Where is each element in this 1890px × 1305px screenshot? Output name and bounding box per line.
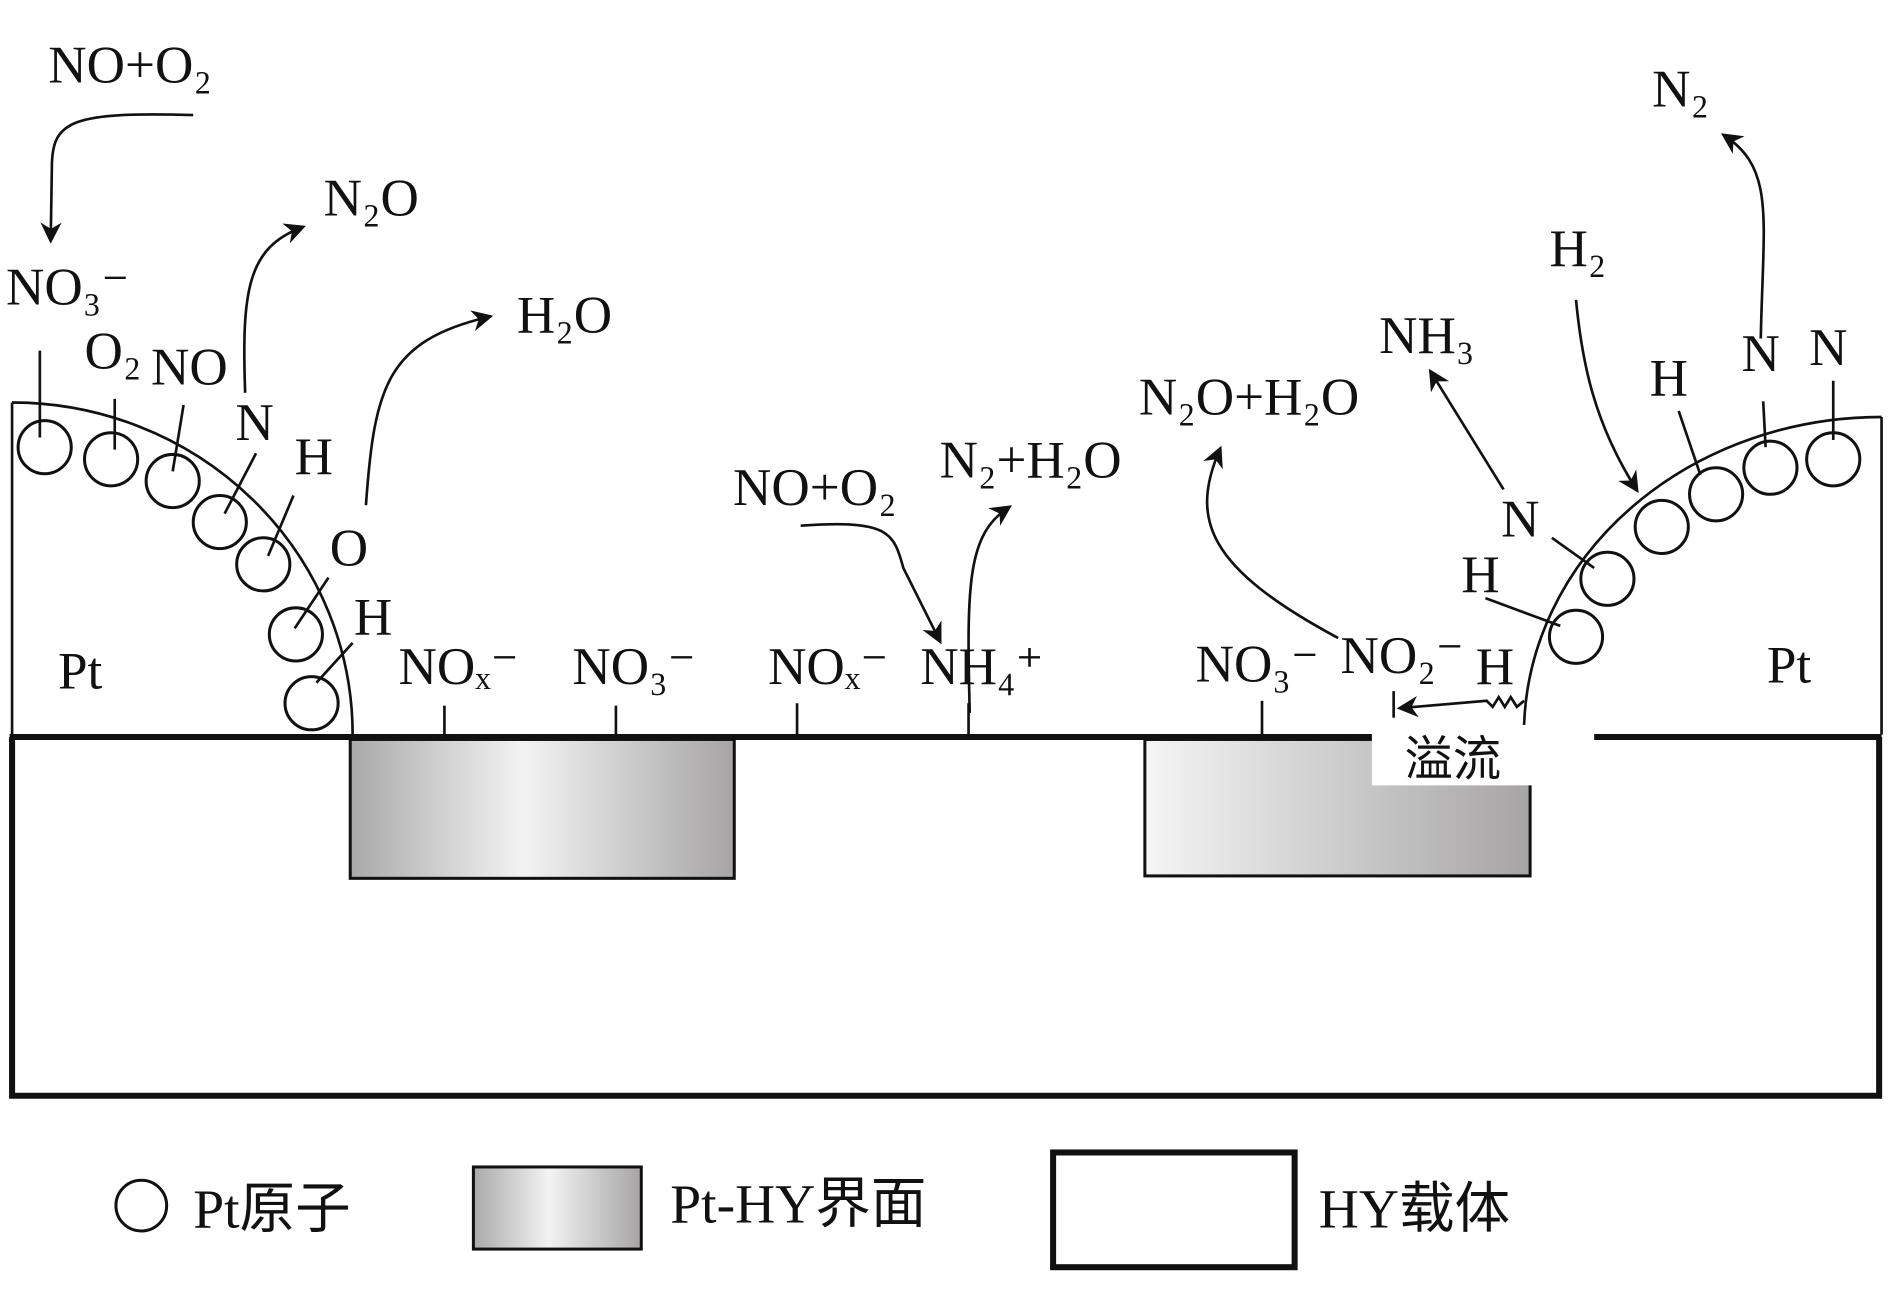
legend-atom-label: Pt原子 [193,1178,350,1240]
label-surf-nh4: NH₄⁺ [920,638,1043,696]
label-left-h2o: H₂O [517,286,612,344]
legend-support-swatch [1050,1149,1298,1271]
pt-atoms-right [1547,431,1862,665]
reaction-arrows [40,113,1766,718]
label-right-n2: N₂ [1652,61,1709,119]
surface-species-stems [443,691,1395,735]
legend: Pt原子 Pt-HY界面 HY载体 [114,1149,1510,1271]
label-right-n1: N [1741,325,1779,383]
arrow-spillover [1396,694,1525,718]
legend-support-label: HY载体 [1319,1178,1510,1240]
legend-interface-swatch [471,1165,643,1251]
label-left-n: N [235,394,273,452]
arrow-feed-mid [800,522,942,645]
pt-atoms-left [16,419,340,732]
arrow-n2o [242,223,306,393]
label-left-o: O [330,520,368,578]
label-left-n2o: N₂O [324,169,419,227]
labels: NO+O₂ NO₃⁻ O₂ NO N N₂O H H₂O O H Pt NOₓ⁻… [6,36,1847,786]
arrow-n2 [1721,133,1766,339]
arrow-n2o-h2o [1203,445,1339,640]
legend-interface-label: Pt-HY界面 [670,1174,926,1236]
label-right-n3: N [1501,491,1539,549]
label-left-pt: Pt [58,643,103,701]
arrow-nh3 [1428,368,1505,491]
arrow-feed-left [40,113,194,244]
label-left-h1: H [295,428,333,486]
label-surf-no2: NO₂⁻ [1341,627,1464,685]
label-surf-h: H [1476,638,1514,696]
label-mid-feed: NO+O₂ [733,459,897,517]
label-surf-nox1: NOₓ⁻ [399,638,519,696]
label-left-feed: NO+O₂ [48,36,212,94]
label-right-product: N₂O+H₂O [1139,369,1359,427]
arrow-n2-h2o [967,505,1012,713]
arrow-h2 [1574,299,1639,494]
label-right-h1: H [1650,349,1688,407]
legend-atom-icon [114,1178,169,1233]
pt-particle-left [10,350,354,735]
pt-hy-interface-right [1143,724,1541,878]
label-mid-product: N₂+H₂O [940,431,1122,489]
label-left-no3: NO₃⁻ [6,259,129,317]
label-right-n2atom: N [1809,319,1847,377]
pt-hy-interface-left [348,737,736,880]
label-left-o2: O₂ [85,323,142,381]
label-right-pt: Pt [1767,637,1812,695]
label-right-h2atom: H [1461,546,1499,604]
label-surf-no3-1: NO₃⁻ [572,638,695,696]
pt-particle-right [1484,380,1883,735]
label-surf-no3-2: NO₃⁻ [1196,635,1319,693]
label-right-h2: H₂ [1549,220,1606,278]
hy-support [9,734,1883,1099]
label-left-no: NO [151,338,228,396]
label-left-h2: H [354,588,392,646]
label-surf-nox2: NOₓ⁻ [768,638,888,696]
arrow-h2o [364,310,494,506]
label-right-nh3: NH₃ [1379,307,1474,365]
label-spillover: 溢流 [1405,734,1502,787]
